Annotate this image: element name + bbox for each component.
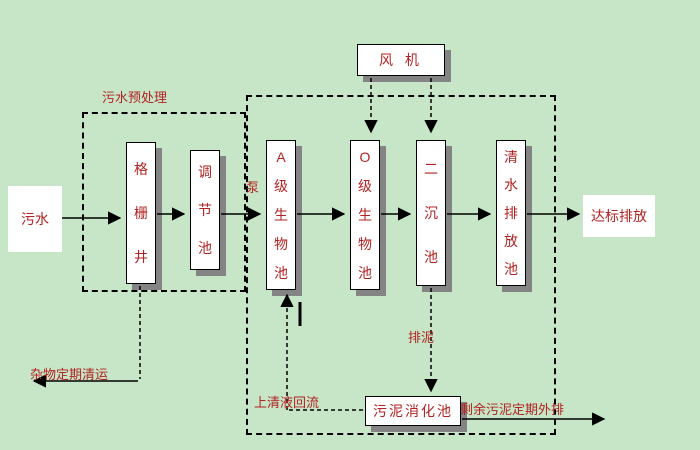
blower-node: 风 机 — [357, 44, 445, 76]
influent-node: 污水 — [8, 186, 62, 252]
bio-treatment-group-outline — [246, 95, 556, 435]
pretreatment-title-label: 污水预处理 — [102, 90, 168, 105]
a-bio-tank-node: A 级 生 物 池 — [266, 140, 296, 290]
grid-well-node: 格 栅 井 — [126, 142, 156, 284]
regulating-tank-node: 调 节 池 — [190, 150, 220, 270]
discharge-node: 达标排放 — [583, 195, 655, 237]
excess-sludge-label: 剩余污泥定期外排 — [460, 402, 565, 417]
clear-water-tank-node: 清 水 排 放 池 — [496, 140, 526, 286]
sludge-digestion-tank-node: 污泥消化池 — [365, 396, 461, 426]
pretreatment-group-outline — [82, 112, 246, 292]
pump-label: 泵 — [246, 180, 260, 195]
supernatant-return-label: 上清液回流 — [254, 395, 320, 410]
sludge-discharge-label: 排泥 — [408, 330, 435, 345]
secondary-clarifier-node: 二 沉 池 — [416, 140, 446, 286]
o-bio-tank-node: O 级 生 物 池 — [350, 140, 380, 290]
debris-removal-label: 杂物定期清运 — [30, 367, 109, 382]
